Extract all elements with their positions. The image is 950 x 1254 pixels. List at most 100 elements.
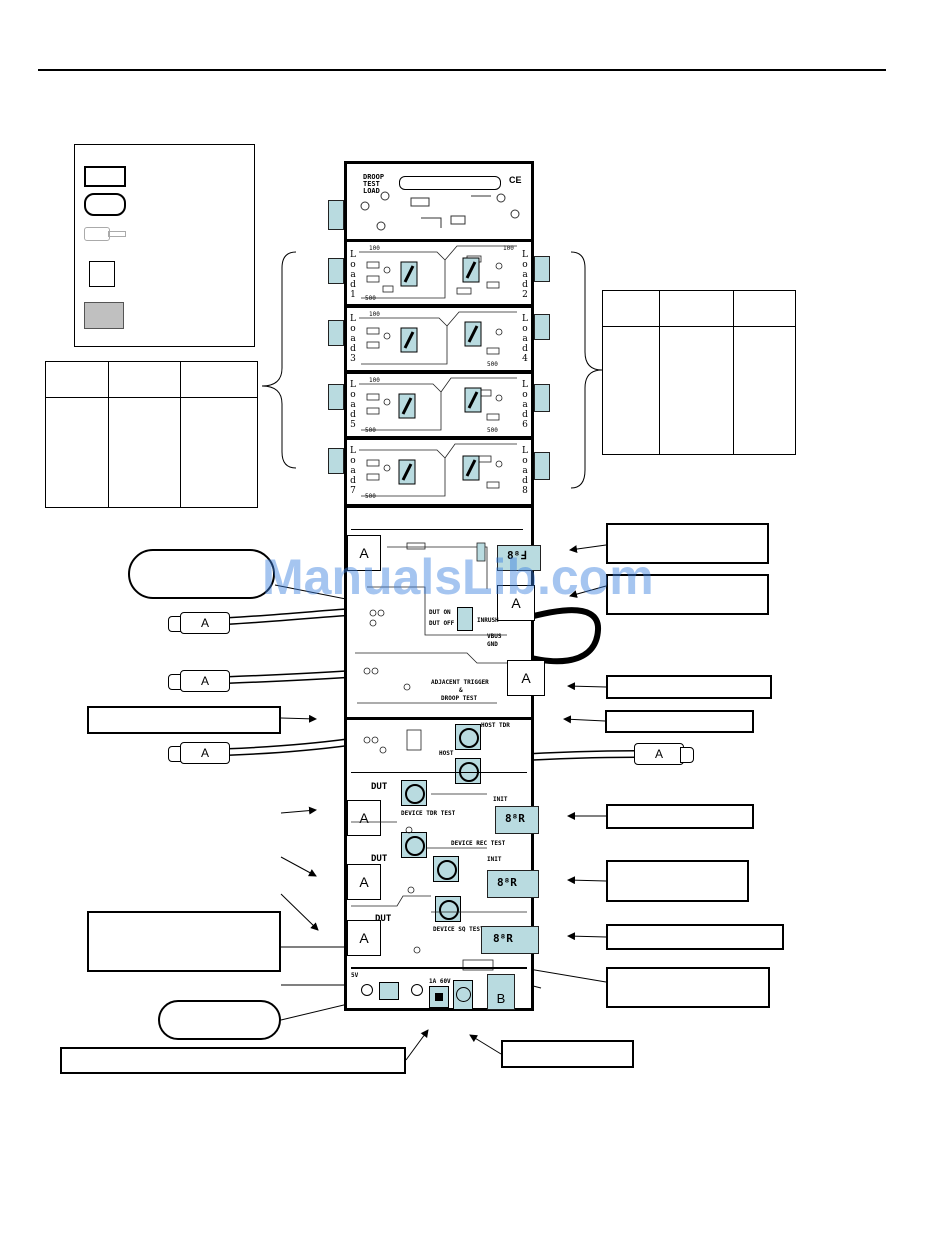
load-value-bottom: 500 [365,427,376,434]
callout-box-r2 [606,574,769,615]
load-circuitry [359,245,517,497]
droop-section: DROOP TEST LOAD CE [347,164,531,239]
legend-rounded-symbol [84,193,126,216]
side-tab-right-4 [534,452,550,480]
callout-box-r7 [606,924,784,950]
legend-plug-symbol [84,225,126,241]
load-value-top: 100 [369,377,380,384]
device-sq-test-label: DEVICE SQ TEST [433,926,484,933]
connector-pins: 8⁸R [497,876,517,889]
connector-dut-1[interactable] [495,806,539,834]
connector-top-right[interactable] [497,545,541,571]
port-a-inrush-2[interactable]: A [497,585,535,621]
dut-switch[interactable] [457,607,473,631]
connector-dut-2[interactable] [487,870,539,898]
side-tab-right-2 [534,314,550,340]
load-value-bottom: 500 [487,361,498,368]
dut-off-label: DUT OFF [429,620,455,627]
slot-outline [399,176,501,190]
callout-box-r9 [501,1040,634,1068]
inrush-section: A A A DUT ON DUT OFF INRUSH VBUS GND ADJ… [347,507,545,717]
port-a-inrush-1[interactable]: A [347,535,381,571]
adjacent-trigger-label: ADJACENT TRIGGER [431,679,489,686]
connector-pins: 8⁸R [493,932,513,945]
rec-button-2[interactable] [433,856,459,882]
dut-on-label: DUT ON [429,609,451,616]
legend-rect-symbol [84,166,126,187]
port-a-dut-3[interactable]: A [347,920,381,956]
power-switch[interactable] [379,982,399,1000]
legend-box [74,144,255,347]
port-a-droop[interactable]: A [507,660,545,696]
host-label: HOST [439,750,454,757]
inrush-label: INRUSH [477,617,499,624]
dc-label: 1A 60V [429,978,451,985]
port-a-dut-1[interactable]: A [347,800,381,836]
callout-box-r4 [605,710,754,733]
load-value-top: 100 [369,245,380,252]
side-tab-left-4 [328,384,344,410]
callout-box-bottom-wide [60,1047,406,1074]
header-rule [38,69,886,71]
side-tab-right-1 [534,256,550,282]
legend-gray-symbol [84,302,124,329]
sq-button[interactable] [435,896,461,922]
side-tab-right-3 [534,384,550,412]
port-b[interactable]: B [487,974,515,1010]
connector-pins: 8⁸Ⅎ [507,549,527,562]
dc-jack[interactable] [429,986,449,1008]
droop-label: DROOP TEST LOAD [363,173,385,195]
legend-square-symbol [89,261,115,287]
callout-box-r3 [606,675,772,699]
amp-label: & [459,687,463,694]
callout-box-r5 [606,804,754,829]
barrel-jack[interactable] [453,980,473,1010]
usb-plug-label: A [200,746,209,760]
port-a-dut-2[interactable]: A [347,864,381,900]
right-table [602,290,796,455]
usb-plug-4[interactable]: A [634,743,696,765]
vbus-label: VBUS [487,633,502,640]
side-tab-left-1 [328,200,344,230]
load-value-top: 100 [369,311,380,318]
watermark: ManualsLib.com [262,549,654,605]
tdr-button[interactable] [401,780,427,806]
host-tdr-label: HOST TDR [481,722,510,729]
callout-box-l2 [87,911,281,972]
side-tab-left-3 [328,320,344,346]
usb-plug-label: A [200,616,209,630]
side-tab-left-2 [328,258,344,284]
dut-label-1: DUT [371,782,388,792]
usb-plug-2[interactable]: A [168,670,230,692]
usb-plug-3[interactable]: A [168,742,230,764]
device-rec-test-label: DEVICE REC TEST [451,840,506,847]
init-label-1: INIT [493,796,508,803]
usb-plug-label: A [200,674,209,688]
usb-plug-label: A [654,747,663,761]
callout-box-r1 [606,523,769,564]
ce-mark: CE [509,175,522,185]
usb-plug-1[interactable]: A [168,612,230,634]
callout-rounded-top [128,549,275,599]
test-section: HOST TDR HOST DUT DEVICE TDR TEST INIT A… [347,720,539,1010]
host-button-1[interactable] [455,724,481,750]
power-knob-right [411,984,423,996]
load-value-bottom: 500 [487,427,498,434]
connector-pins: 8⁸R [505,812,525,825]
power-knob-left [361,984,373,996]
callout-box-r8 [606,967,770,1008]
connector-dut-3[interactable] [481,926,539,954]
callout-box-r6 [606,860,749,902]
load-value-bottom: 500 [365,493,376,500]
device-tdr-test-label: DEVICE TDR TEST [401,810,456,817]
rec-button[interactable] [401,832,427,858]
